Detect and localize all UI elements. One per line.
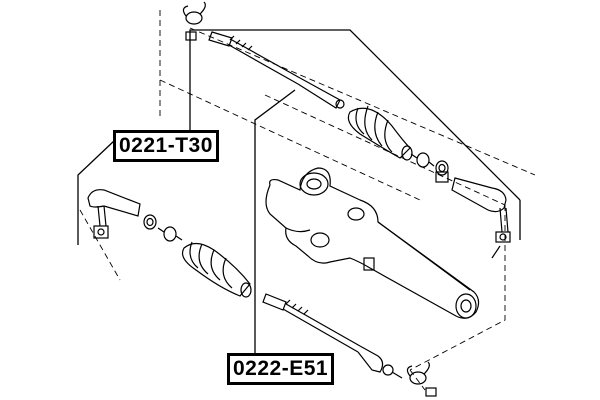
left-small-parts-icon bbox=[143, 214, 183, 242]
dashed-guide-lines bbox=[79, 10, 536, 391]
upper-boot-icon bbox=[347, 105, 413, 161]
lower-clamp-icon bbox=[406, 361, 437, 397]
upper-small-parts-icon bbox=[410, 152, 449, 183]
lower-inner-tie-rod-icon bbox=[262, 293, 403, 379]
part-number-label-upper: 0221-T30 bbox=[113, 130, 219, 162]
left-tie-rod-end-icon bbox=[87, 189, 141, 239]
leader-lines bbox=[77, 29, 521, 355]
upper-inner-tie-rod-icon bbox=[208, 31, 345, 109]
upper-clamp-icon bbox=[182, 1, 206, 41]
right-tie-rod-end-icon bbox=[451, 177, 511, 259]
steering-rack-housing-icon bbox=[265, 167, 480, 319]
part-number-label-lower: 0222-E51 bbox=[227, 353, 335, 385]
lower-boot-icon bbox=[181, 241, 252, 298]
